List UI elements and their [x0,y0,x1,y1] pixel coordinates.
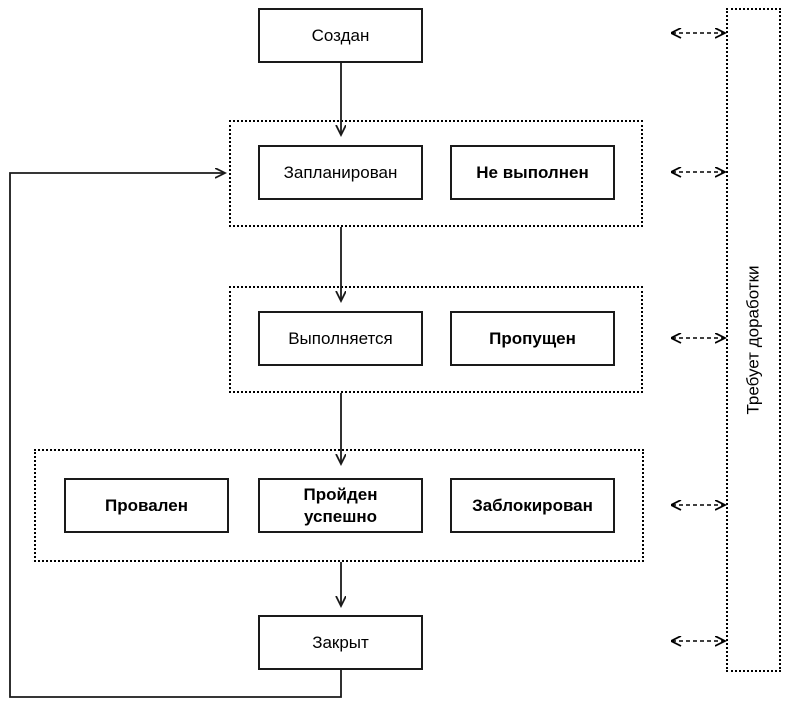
state-box-planned[interactable]: Запланирован [258,145,423,200]
state-label-blocked: Заблокирован [472,495,593,515]
state-box-passed[interactable]: Пройден успешно [258,478,423,533]
state-box-closed[interactable]: Закрыт [258,615,423,670]
rework-panel-label: Требует доработки [743,265,763,415]
state-box-failed[interactable]: Провален [64,478,229,533]
state-box-skipped[interactable]: Пропущен [450,311,615,366]
state-label-created: Создан [311,25,370,45]
state-label-skipped: Пропущен [489,328,576,348]
state-box-in-progress[interactable]: Выполняется [258,311,423,366]
state-box-created[interactable]: Создан [258,8,423,63]
state-box-blocked[interactable]: Заблокирован [450,478,615,533]
state-box-not-done[interactable]: Не выполнен [450,145,615,200]
rework-panel[interactable]: Требует доработки [726,8,781,672]
state-label-passed: Пройден успешно [303,485,378,526]
state-label-failed: Провален [105,495,188,515]
state-label-in-progress: Выполняется [288,328,393,348]
rework-panel-label-wrapper: Требует доработки [728,10,779,670]
state-label-not-done: Не выполнен [476,162,589,182]
state-label-planned: Запланирован [283,162,398,182]
state-label-closed: Закрыт [312,632,369,652]
